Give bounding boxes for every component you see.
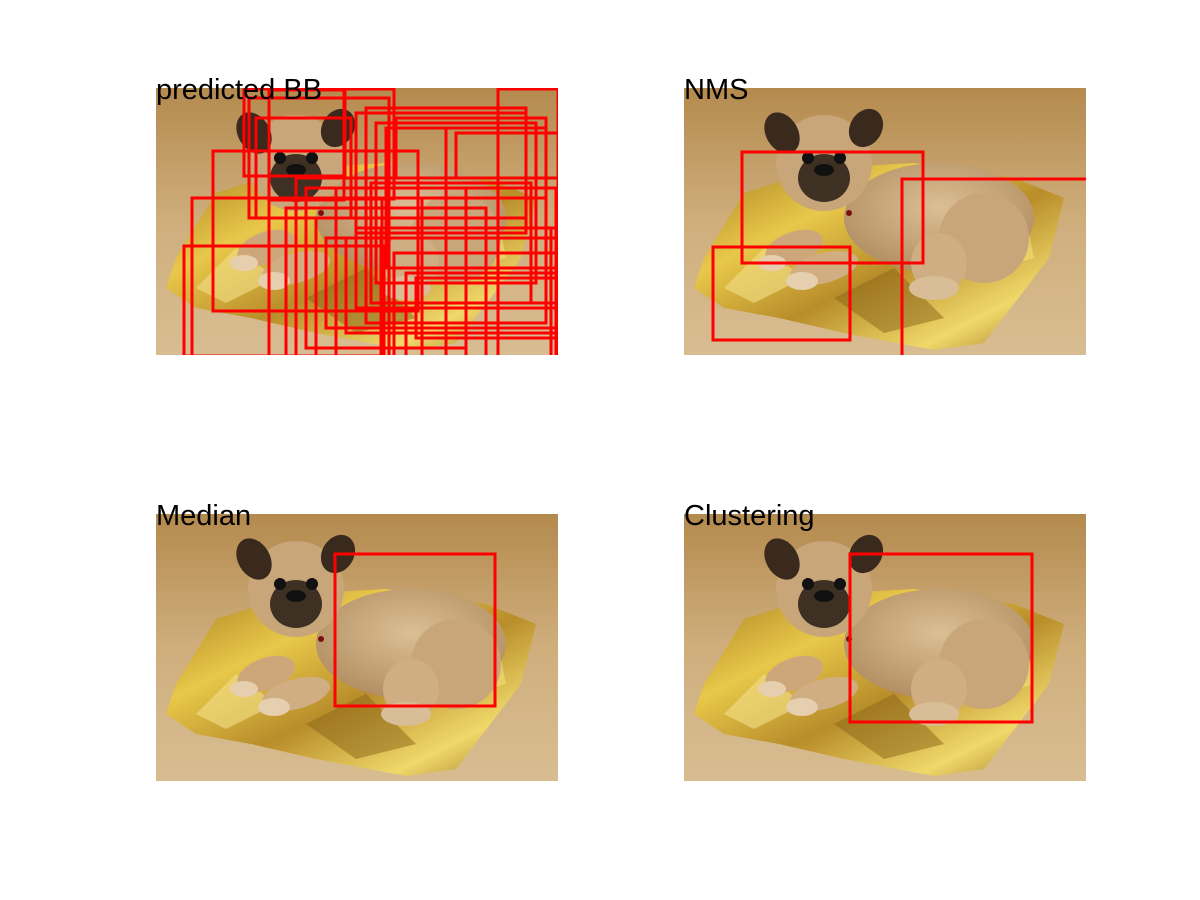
pug-photo: [684, 514, 1086, 781]
pug-photo: [156, 514, 558, 781]
panel-title: predicted BB: [156, 74, 323, 106]
panel-nms: NMS: [684, 76, 1086, 355]
pug-photo: [684, 88, 1086, 355]
panel-title: NMS: [684, 74, 749, 106]
pug-photo: [156, 88, 558, 355]
panel-title: Median: [156, 500, 252, 532]
panel-predicted-bb: predicted BB: [156, 76, 558, 355]
panel-title: Clustering: [684, 500, 815, 532]
panel-median: Median: [156, 502, 558, 781]
panel-clustering: Clustering: [684, 502, 1086, 781]
